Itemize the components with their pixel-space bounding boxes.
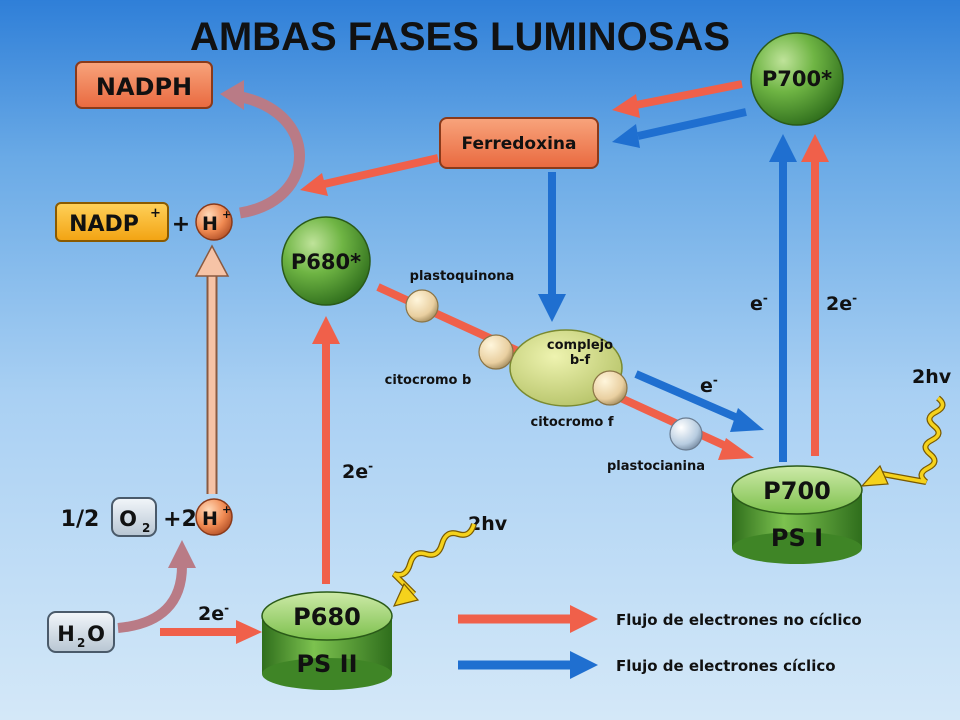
two-e-ps2-label: 2e- <box>342 459 373 483</box>
p700-excited-label: P700* <box>762 67 832 91</box>
legend-item-cyclic: Flujo de electrones cíclico <box>458 651 836 679</box>
p680-cylinder: P680 PS II <box>261 591 393 690</box>
citocromo-b-bead <box>478 334 514 370</box>
plastoquinona-label: plastoquinona <box>410 269 515 284</box>
e-minus-cytochrome-label: e- <box>700 373 718 397</box>
h-ion-top-sup: + <box>222 208 231 221</box>
page-title: AMBAS FASES LUMINOSAS <box>190 15 730 59</box>
light-wave-ps1 <box>860 395 946 487</box>
o2-box: O 2 <box>111 497 157 537</box>
oxygen-prefix: 1/2 <box>61 507 100 532</box>
p700-label: P700 <box>763 477 831 505</box>
p700-to-ferredoxina-blue-arrow <box>612 108 747 148</box>
plastoquinona-bead <box>405 289 439 323</box>
legend-label-noncyclic: Flujo de electrones no cíclico <box>616 611 862 629</box>
p680-label: P680 <box>293 603 361 631</box>
e-minus-blue-label: e- <box>750 291 768 315</box>
ferredoxina-box: Ferredoxina <box>439 117 599 169</box>
h-ion-bottom: H + <box>195 498 233 536</box>
citocromo-f-bead <box>592 370 628 406</box>
p680-up-red-arrow <box>312 316 340 584</box>
water-to-ps2-arrow <box>160 620 262 644</box>
ps2-label: PS II <box>296 650 357 678</box>
plus-two: +2 <box>163 507 197 532</box>
p700-up-red-arrow <box>801 134 829 456</box>
plastocianina-label: plastocianina <box>607 459 705 474</box>
ferredoxina-to-complex-arrow <box>538 172 566 322</box>
two-e-h2o-label: 2e- <box>198 601 229 625</box>
p680-excited-label: P680* <box>291 250 361 274</box>
h2o-h-label: H <box>57 622 75 646</box>
p680-excited-sphere: P680* <box>281 216 371 306</box>
ps1-label: PS I <box>771 524 823 552</box>
nadp-superscript: + <box>150 206 161 221</box>
water-split-arrow <box>117 540 196 633</box>
nadph-box: NADPH <box>75 61 213 109</box>
citocromo-b-label: citocromo b <box>385 373 472 388</box>
h2o-o-label: O <box>87 622 105 646</box>
light-wave-ps2 <box>391 523 477 607</box>
proton-up-arrow <box>194 244 230 494</box>
p700-excited-sphere: P700* <box>750 32 844 126</box>
citocromo-f-label: citocromo f <box>530 415 613 430</box>
h2o-subscript: 2 <box>77 636 85 650</box>
plus-sign: + <box>172 212 190 237</box>
h-ion-top: H + <box>195 203 233 241</box>
hv-ps2-label: 2hv <box>468 513 508 535</box>
nadph-formation-arrow <box>220 80 305 219</box>
h-ion-top-label: H <box>202 213 218 235</box>
p700-up-blue-arrow <box>769 134 797 462</box>
o2-label: O <box>119 507 137 531</box>
o2-subscript: 2 <box>142 521 150 535</box>
two-e-red-label: 2e- <box>826 291 857 315</box>
complejo-label-1: complejo <box>547 338 613 353</box>
ferredoxina-label: Ferredoxina <box>462 134 577 154</box>
p700-cylinder: P700 PS I <box>731 465 863 564</box>
ferredoxina-to-nadp-arrow <box>300 154 439 196</box>
h-ion-bottom-sup: + <box>222 503 231 516</box>
legend-label-cyclic: Flujo de electrones cíclico <box>616 657 836 675</box>
hv-ps1-label: 2hv <box>912 366 952 388</box>
complejo-label-2: b-f <box>570 353 591 368</box>
nadp-box: NADP + <box>55 202 169 242</box>
nadph-label: NADPH <box>96 73 192 101</box>
legend-item-noncyclic: Flujo de electrones no cíclico <box>458 605 862 633</box>
nadp-label: NADP <box>69 212 139 237</box>
p700-to-ferredoxina-red-arrow <box>612 80 743 118</box>
h-ion-bottom-label: H <box>202 508 218 530</box>
h2o-box: H 2 O <box>47 611 115 653</box>
cytochrome-to-p700-blue-arrow <box>634 370 764 432</box>
plastocianina-bead <box>669 417 703 451</box>
